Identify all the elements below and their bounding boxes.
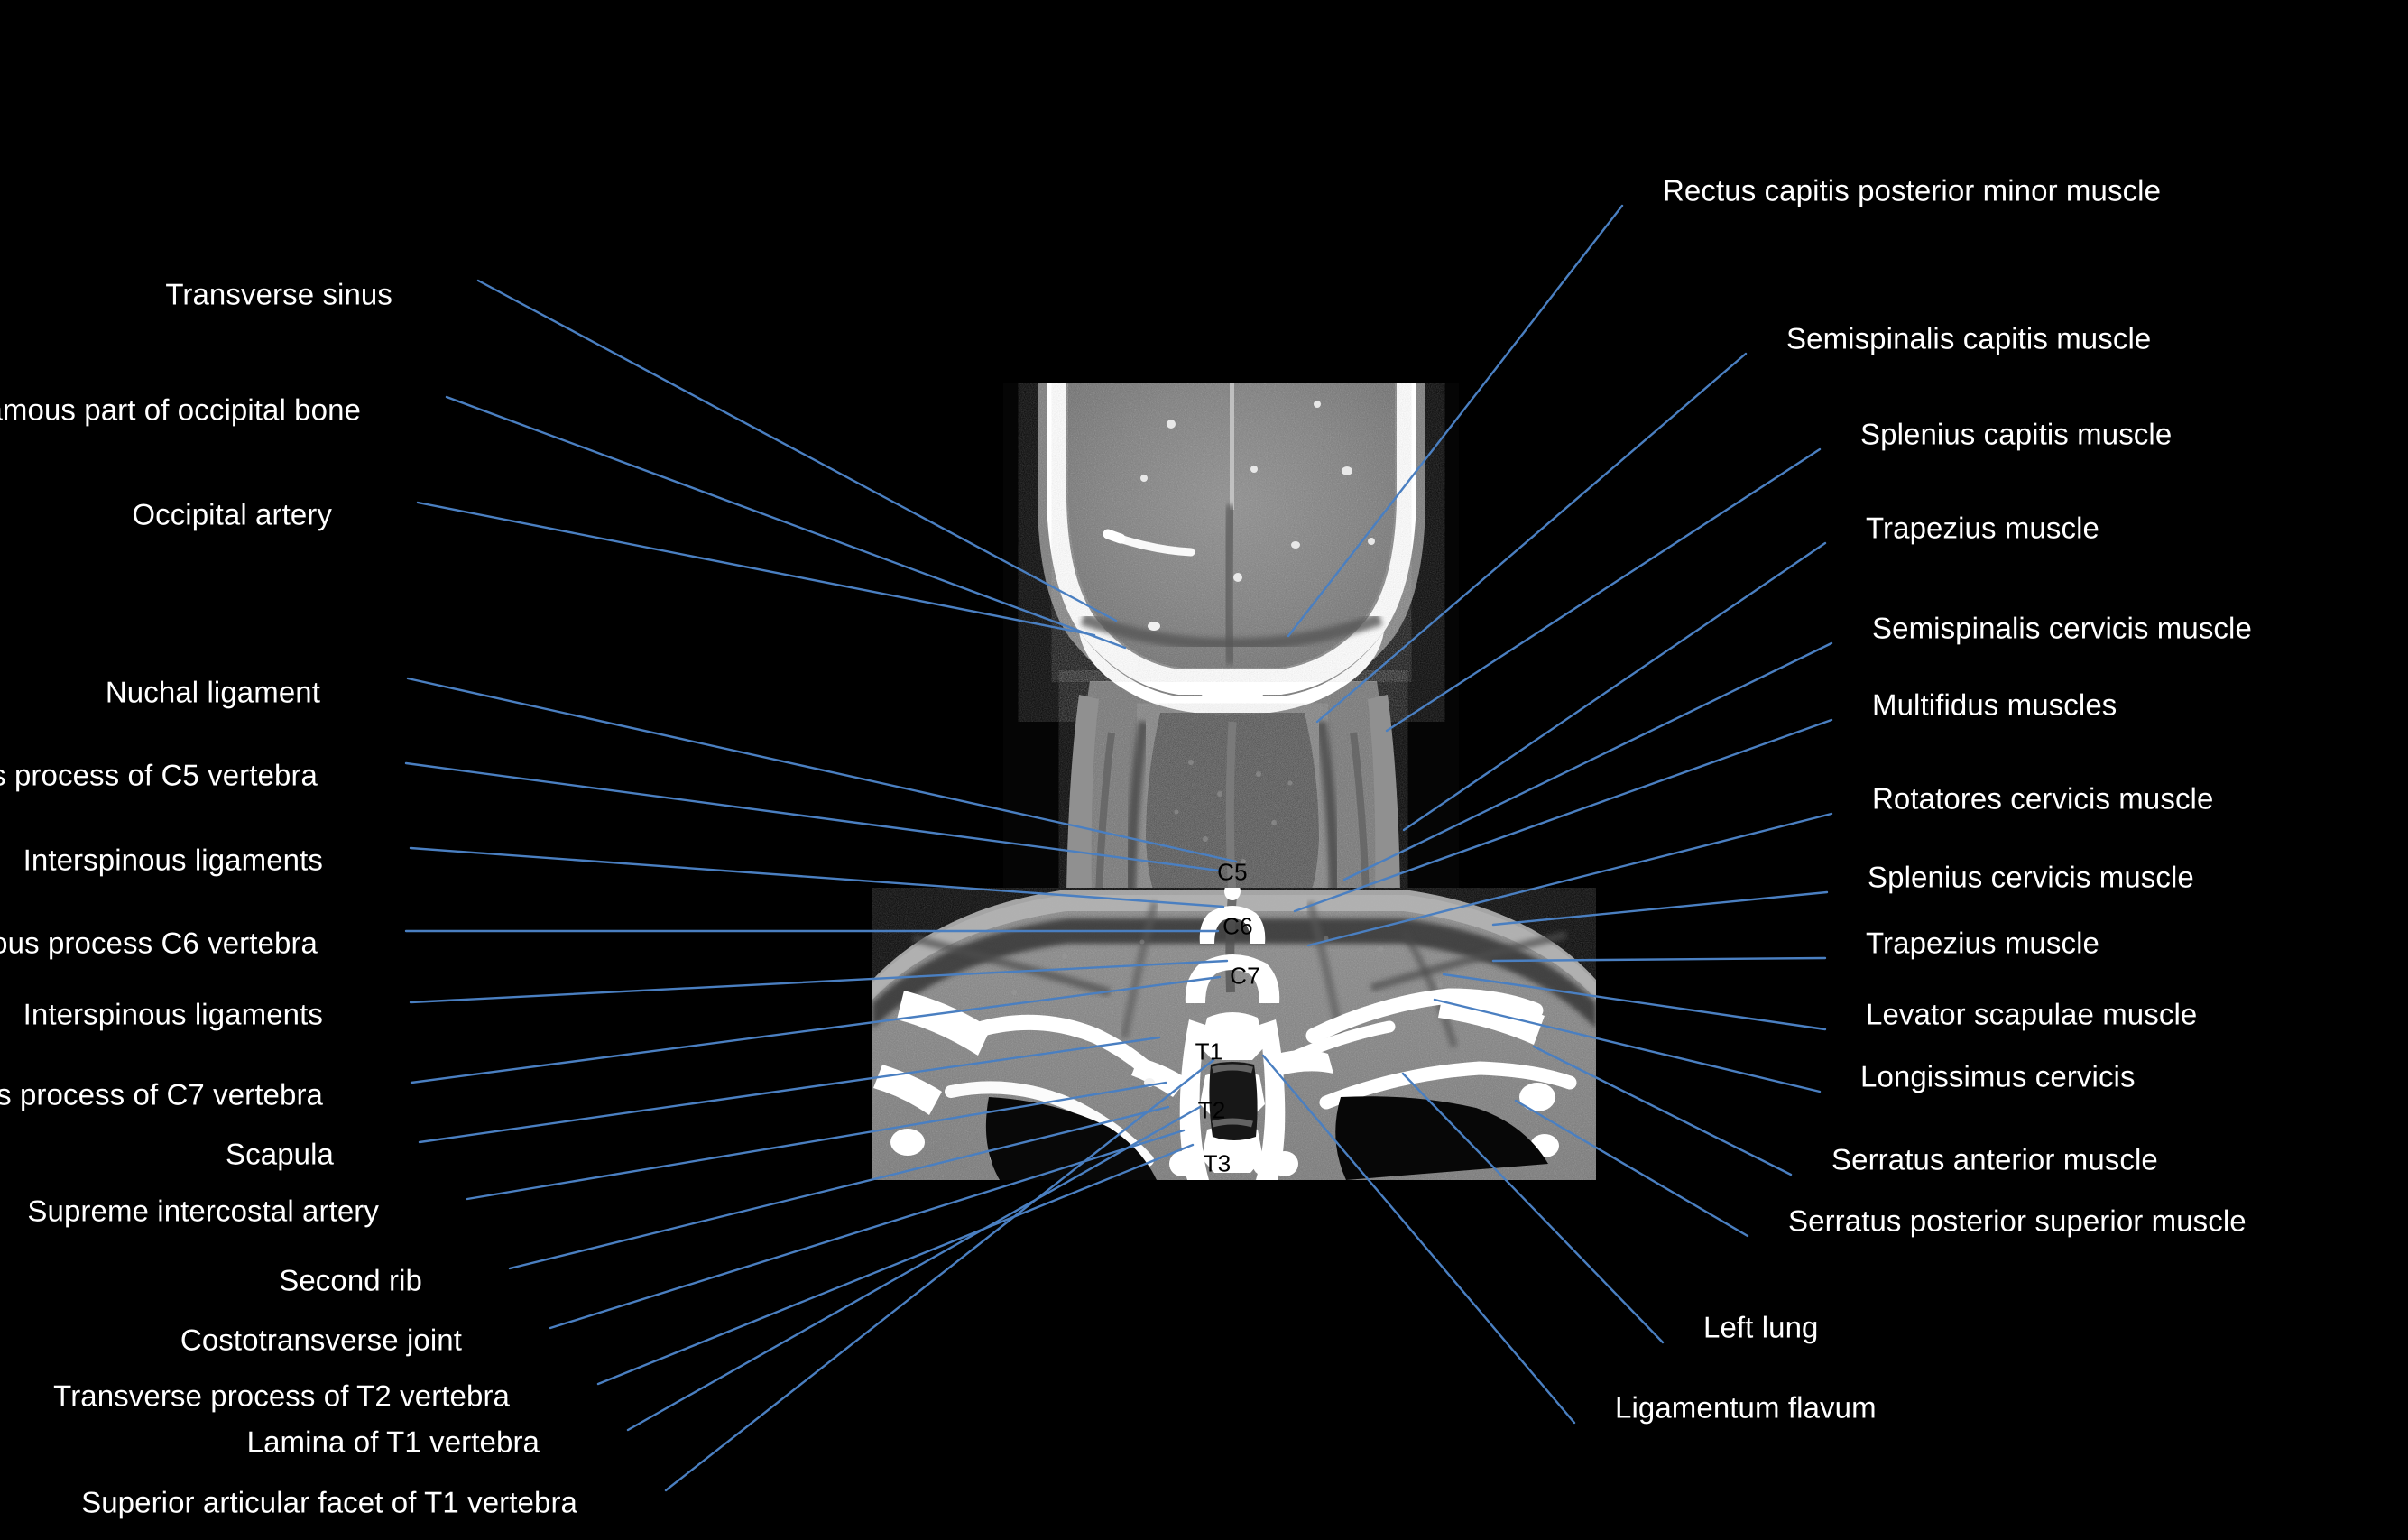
label-transverse-sinus: Transverse sinus: [165, 277, 392, 311]
label-squamous-occipital-bone: Squamous part of occipital bone: [0, 392, 361, 427]
vertebra-marker-c7: C7: [1230, 962, 1260, 990]
label-lamina-t1: Lamina of T1 vertebra: [246, 1425, 540, 1459]
label-nuchal-ligament: Nuchal ligament: [105, 675, 320, 709]
label-second-rib: Second rib: [279, 1263, 422, 1297]
label-interspinous-ligaments-2: Interspinous ligaments: [23, 997, 323, 1031]
vertebra-marker-t3: T3: [1203, 1149, 1232, 1177]
vertebra-marker-c5: C5: [1217, 858, 1248, 886]
label-rectus-capitis-posterior-minor: Rectus capitis posterior minor muscle: [1663, 173, 2162, 207]
label-rotatores-cervicis: Rotatores cervicis muscle: [1872, 781, 2214, 816]
vertebra-marker-t2: T2: [1197, 1096, 1226, 1124]
label-serratus-posterior-superior: Serratus posterior superior muscle: [1788, 1203, 2247, 1238]
label-transverse-process-t2: Transverse process of T2 vertebra: [53, 1379, 510, 1413]
label-trapezius-muscle-lower: Trapezius muscle: [1866, 926, 2099, 960]
label-occipital-artery: Occipital artery: [132, 497, 332, 531]
label-splenius-capitis: Splenius capitis muscle: [1860, 417, 2173, 451]
label-multifidus-muscles: Multifidus muscles: [1872, 687, 2117, 722]
label-semispinalis-cervicis: Semispinalis cervicis muscle: [1872, 611, 2252, 645]
ct-head-panel: [1003, 383, 1459, 894]
label-trapezius-muscle-upper: Trapezius muscle: [1866, 511, 2099, 545]
label-superior-articular-facet-t1: Superior articular facet of T1 vertebra: [81, 1485, 577, 1519]
label-interspinous-ligaments-1: Interspinous ligaments: [23, 843, 323, 877]
label-longissimus-cervicis: Longissimus cervicis: [1860, 1059, 2136, 1093]
label-supreme-intercostal-artery: Supreme intercostal artery: [27, 1194, 379, 1228]
label-ligamentum-flavum: Ligamentum flavum: [1615, 1390, 1877, 1425]
label-costotransverse-joint: Costotransverse joint: [180, 1323, 462, 1357]
label-spinous-process-c6: Spinous process C6 vertebra: [0, 926, 318, 960]
vertebra-marker-t1: T1: [1195, 1037, 1223, 1065]
label-serratus-anterior: Serratus anterior muscle: [1831, 1142, 2158, 1176]
ct-thorax-panel: [872, 888, 1596, 1180]
label-splenius-cervicis: Splenius cervicis muscle: [1868, 860, 2194, 894]
label-semispinalis-capitis: Semispinalis capitis muscle: [1786, 321, 2152, 355]
label-levator-scapulae: Levator scapulae muscle: [1866, 997, 2198, 1031]
vertebra-marker-c6: C6: [1222, 912, 1253, 940]
label-scapula: Scapula: [226, 1137, 334, 1171]
label-left-lung: Left lung: [1703, 1310, 1819, 1344]
label-spinous-process-c5: Spinous process of C5 vertebra: [0, 758, 318, 792]
label-spinous-process-c7: Spinous process of C7 vertebra: [0, 1077, 323, 1111]
